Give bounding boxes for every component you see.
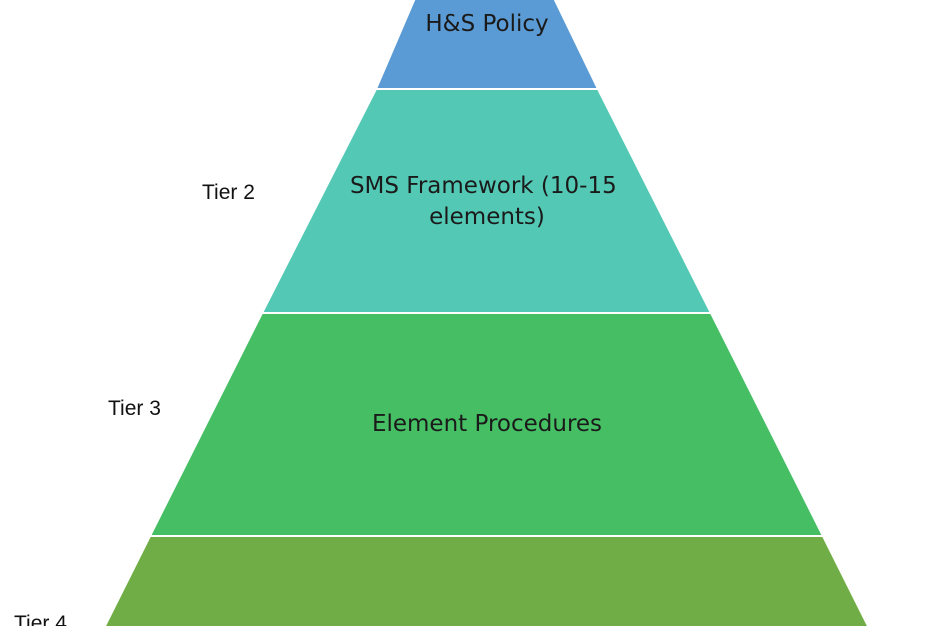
tier-2-segment (260, 88, 713, 314)
tier-1-label: H&S Policy (425, 11, 548, 37)
tier-4-segment (103, 535, 870, 626)
tier-4-side-label: Tier 4 (14, 612, 67, 626)
tier-3-label: Element Procedures (372, 411, 602, 437)
tier-3-side-label: Tier 3 (108, 397, 161, 420)
tier-2-side-label: Tier 2 (202, 181, 255, 204)
tier-2-label: SMS Framework (10-15 elements) (350, 173, 624, 230)
